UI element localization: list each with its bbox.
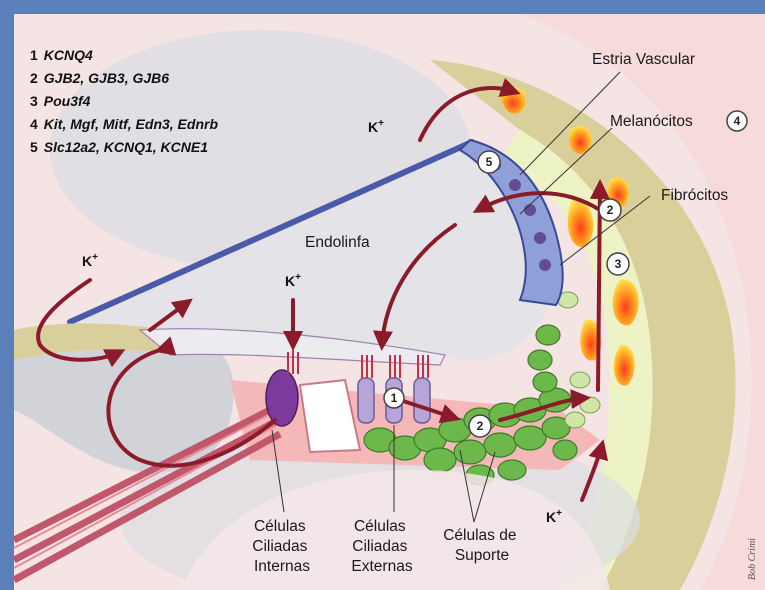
legend-item: 2GJB2, GJB3, GJB6 xyxy=(30,70,169,86)
artist-credit: Bob Crimi xyxy=(747,538,758,580)
label-stria-vascularis: Estria Vascular xyxy=(592,51,695,68)
badge-2-support-label: 2 xyxy=(477,419,484,433)
badge-4-label: 4 xyxy=(734,114,741,128)
label-melanocytes: Melanócitos xyxy=(610,113,693,130)
badge-2-support: 2 xyxy=(469,415,491,437)
legend-item: 5Slc12a2, KCNQ1, KCNE1 xyxy=(30,139,208,155)
label-fibrocytes: Fibrócitos xyxy=(661,187,728,204)
label-outer-hair-cells: Células Ciliadas Externas xyxy=(351,518,412,575)
badge-4: 4 xyxy=(727,111,747,131)
badge-5: 5 xyxy=(478,151,500,173)
badge-1: 1 xyxy=(384,388,404,408)
left-band xyxy=(0,0,14,590)
label-inner-hair-cells: Células Ciliadas Internas xyxy=(252,518,311,575)
legend-item: 4Kit, Mgf, Mitf, Edn3, Ednrb xyxy=(30,116,218,132)
outer-hair-stereocilia xyxy=(362,355,428,378)
inner-hair-cell xyxy=(266,370,298,426)
top-band xyxy=(0,0,765,14)
badge-3-label: 3 xyxy=(615,257,622,271)
label-endolymph: Endolinfa xyxy=(305,234,370,251)
badge-3: 3 xyxy=(607,253,629,275)
badge-1-label: 1 xyxy=(391,391,398,405)
badge-2-fibrocytes: 2 xyxy=(599,199,621,221)
badge-2-fibrocytes-label: 2 xyxy=(607,203,614,217)
badge-5-label: 5 xyxy=(486,155,493,169)
